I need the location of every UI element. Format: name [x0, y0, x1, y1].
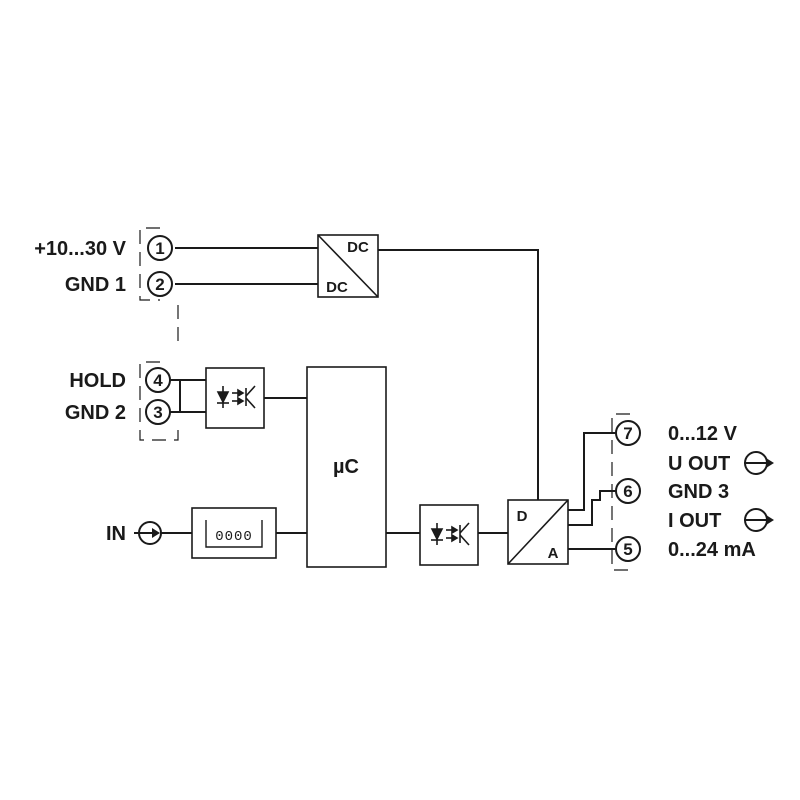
in-label: IN [106, 523, 126, 545]
da-converter: D A [507, 499, 569, 565]
optocoupler-icon [430, 522, 470, 546]
terminal-6: 6 [615, 478, 641, 504]
input-arrow-icon [134, 521, 162, 545]
microcontroller: µC [306, 366, 387, 568]
i-out-label: I OUT [668, 510, 721, 532]
optocoupler-hold [205, 367, 265, 429]
terminal-2: 2 [147, 271, 173, 297]
optocoupler-icon [216, 385, 256, 409]
svg-text:7: 7 [623, 424, 632, 443]
u-out-label: U OUT [668, 453, 730, 475]
gnd1-label: GND 1 [65, 274, 126, 296]
terminal-7: 7 [615, 420, 641, 446]
terminal-3: 3 [145, 399, 171, 425]
dc-bottom-label: DC [326, 279, 348, 296]
current-range-label: 0...24 mA [668, 539, 756, 561]
terminal-4: 4 [145, 367, 171, 393]
gnd3-label: GND 3 [668, 481, 729, 503]
optocoupler-output [419, 504, 479, 566]
i-out-arrow-icon [744, 508, 774, 532]
terminal-1: 1 [147, 235, 173, 261]
wires [160, 247, 616, 550]
left-terminal-strip-upper [139, 227, 160, 301]
voltage-range-label: 0...12 V [668, 423, 738, 445]
dc-top-label: DC [347, 239, 369, 256]
svg-text:4: 4 [153, 371, 163, 390]
supply-voltage-label: +10...30 V [34, 238, 126, 260]
microcontroller-label: µC [333, 456, 359, 478]
svg-text:2: 2 [155, 275, 164, 294]
u-out-arrow-icon [744, 451, 774, 475]
counter-value: 0000 [215, 529, 253, 545]
gnd2-label: GND 2 [65, 402, 126, 424]
dac-a-label: A [548, 545, 559, 562]
dac-d-label: D [517, 508, 528, 525]
hold-label: HOLD [69, 370, 126, 392]
svg-text:3: 3 [153, 403, 162, 422]
svg-text:6: 6 [623, 482, 632, 501]
counter-display: 0000 [191, 507, 277, 559]
dc-dc-converter: DC DC [317, 234, 379, 298]
svg-text:5: 5 [623, 540, 632, 559]
left-terminal-strip-lower [139, 361, 179, 441]
terminal-5: 5 [615, 536, 641, 562]
svg-text:1: 1 [155, 239, 164, 258]
